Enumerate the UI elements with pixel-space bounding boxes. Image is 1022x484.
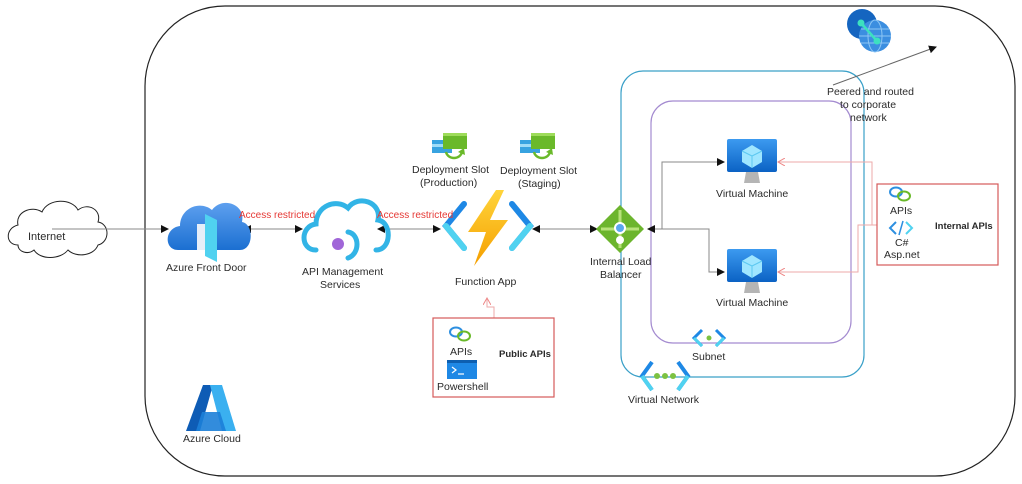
vm2-label: Virtual Machine bbox=[716, 297, 789, 309]
azure-logo-icon bbox=[186, 385, 236, 431]
lb-label-line1: Internal Load bbox=[590, 256, 652, 268]
lb-label-line2: Balancer bbox=[600, 269, 642, 281]
public-apis-box bbox=[432, 317, 555, 398]
function-app-label: Function App bbox=[455, 276, 517, 288]
subnet-boundary bbox=[650, 100, 852, 344]
public-apis-item-powershell: Powershell bbox=[437, 381, 489, 393]
internal-apis-link-icon bbox=[889, 186, 911, 202]
virtual-network-icon bbox=[639, 360, 691, 392]
deployment-slot-production-icon bbox=[432, 133, 467, 160]
internal-apis-item-apis: APIs bbox=[890, 205, 913, 217]
apim-label-line1: API Management bbox=[302, 266, 384, 278]
internal-apis-item-csharp: C# bbox=[895, 237, 909, 249]
vnet-boundary bbox=[620, 70, 865, 378]
code-icon bbox=[888, 220, 914, 236]
edge-lb-vm2 bbox=[662, 228, 725, 276]
vm2-icon bbox=[727, 249, 777, 293]
edge-internalapi-vm2 bbox=[778, 224, 877, 272]
function-app-icon bbox=[442, 190, 534, 266]
internal-apis-box bbox=[876, 183, 999, 266]
peering-label-line2: to corporate bbox=[840, 99, 897, 111]
edge-publicapi-function bbox=[487, 298, 495, 318]
public-apis-item-apis: APIs bbox=[450, 346, 473, 358]
slot-staging-label-line1: Deployment Slot bbox=[500, 165, 578, 177]
slot-production-label-line2: (Production) bbox=[420, 177, 478, 189]
peering-globe-icon bbox=[847, 9, 891, 53]
api-management-icon bbox=[301, 198, 391, 261]
front-door-icon bbox=[167, 202, 251, 262]
powershell-icon bbox=[447, 360, 477, 379]
peering-label-line3: network bbox=[850, 112, 887, 124]
edge-label-frontdoor-apim: Access restricted bbox=[239, 210, 316, 221]
edge-lb-vm1 bbox=[648, 158, 725, 230]
public-apis-title: Public APIs bbox=[499, 349, 551, 360]
deployment-slot-staging-icon bbox=[520, 133, 555, 160]
load-balancer-icon bbox=[596, 205, 644, 253]
public-apis-link-icon bbox=[449, 326, 471, 342]
slot-staging-label-line2: (Staging) bbox=[518, 178, 561, 190]
azure-cloud-label: Azure Cloud bbox=[183, 433, 241, 445]
edge-label-apim-function: Access restricted bbox=[377, 210, 454, 221]
vm1-icon bbox=[727, 139, 777, 183]
slot-production-label-line1: Deployment Slot bbox=[412, 164, 490, 176]
apim-label-line2: Services bbox=[320, 279, 361, 291]
vnet-label: Virtual Network bbox=[628, 394, 699, 406]
internal-apis-item-aspnet: Asp.net bbox=[884, 249, 920, 261]
subnet-icon bbox=[691, 328, 727, 348]
front-door-label: Azure Front Door bbox=[166, 262, 247, 274]
edge-peering bbox=[832, 45, 937, 86]
internet-label: Internet bbox=[28, 231, 66, 243]
subnet-label: Subnet bbox=[692, 351, 726, 363]
internal-apis-title: Internal APIs bbox=[935, 221, 993, 232]
vm1-label: Virtual Machine bbox=[716, 188, 789, 200]
edge-internalapi-vm1 bbox=[778, 162, 877, 226]
azure-cloud-boundary bbox=[144, 5, 1016, 477]
peering-label-line1: Peered and routed bbox=[827, 86, 914, 98]
